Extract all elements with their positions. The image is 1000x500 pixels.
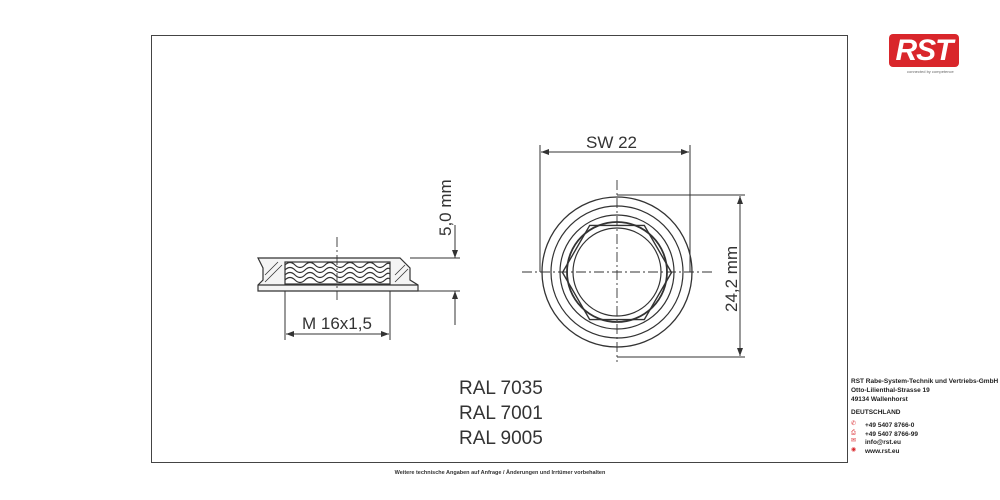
logo-tagline: connected by competence	[907, 69, 954, 74]
phone-icon: ✆	[851, 421, 857, 427]
ral-color-list: RAL 7035 RAL 7001 RAL 9005	[459, 376, 543, 451]
logo-mark: RST	[889, 34, 959, 67]
height-label: 5,0 mm	[436, 179, 455, 236]
fax-icon: ⎙	[851, 429, 856, 436]
email-icon: ✉	[851, 438, 857, 444]
diameter-dimension	[617, 194, 745, 358]
height-dimension	[410, 225, 460, 325]
fax-number: +49 5407 8766-99	[865, 430, 918, 438]
footer-note: Weitere technische Angaben auf Anfrage /…	[394, 470, 606, 476]
email-link[interactable]: info@rst.eu	[865, 439, 901, 446]
globe-icon: ◉	[851, 446, 857, 453]
thread-label: M 16x1,5	[302, 314, 372, 333]
company-country: DEUTSCHLAND	[851, 409, 901, 416]
contact-fax: ⎙ +49 5407 8766-99	[851, 430, 998, 439]
contact-web: ◉ www.rst.eu	[851, 447, 998, 456]
front-view	[522, 180, 712, 362]
phone-number[interactable]: +49 5407 8766-0	[865, 422, 915, 429]
company-name: RST Rabe-System-Technik und Vertriebs-Gm…	[851, 378, 999, 385]
rst-logo: RST connected by competence	[889, 34, 961, 78]
side-view	[257, 237, 419, 300]
ral-color-item: RAL 9005	[459, 428, 543, 449]
contact-email: ✉ info@rst.eu	[851, 438, 998, 447]
company-street: Otto-Lilienthal-Strasse 19	[851, 387, 930, 394]
drawing-frame	[151, 35, 848, 463]
company-city: 49134 Wallenhorst	[851, 396, 908, 403]
thread-dimension	[284, 291, 391, 340]
ral-color-item: RAL 7001	[459, 403, 543, 424]
contact-phone: ✆ +49 5407 8766-0	[851, 421, 998, 430]
sw-dimension	[539, 145, 691, 272]
sw-label: SW 22	[586, 133, 637, 152]
web-link[interactable]: www.rst.eu	[865, 447, 900, 455]
diameter-label: 24,2 mm	[722, 246, 741, 312]
ral-color-item: RAL 7035	[459, 378, 543, 399]
company-info: RST Rabe-System-Technik und Vertriebs-Gm…	[851, 377, 998, 455]
